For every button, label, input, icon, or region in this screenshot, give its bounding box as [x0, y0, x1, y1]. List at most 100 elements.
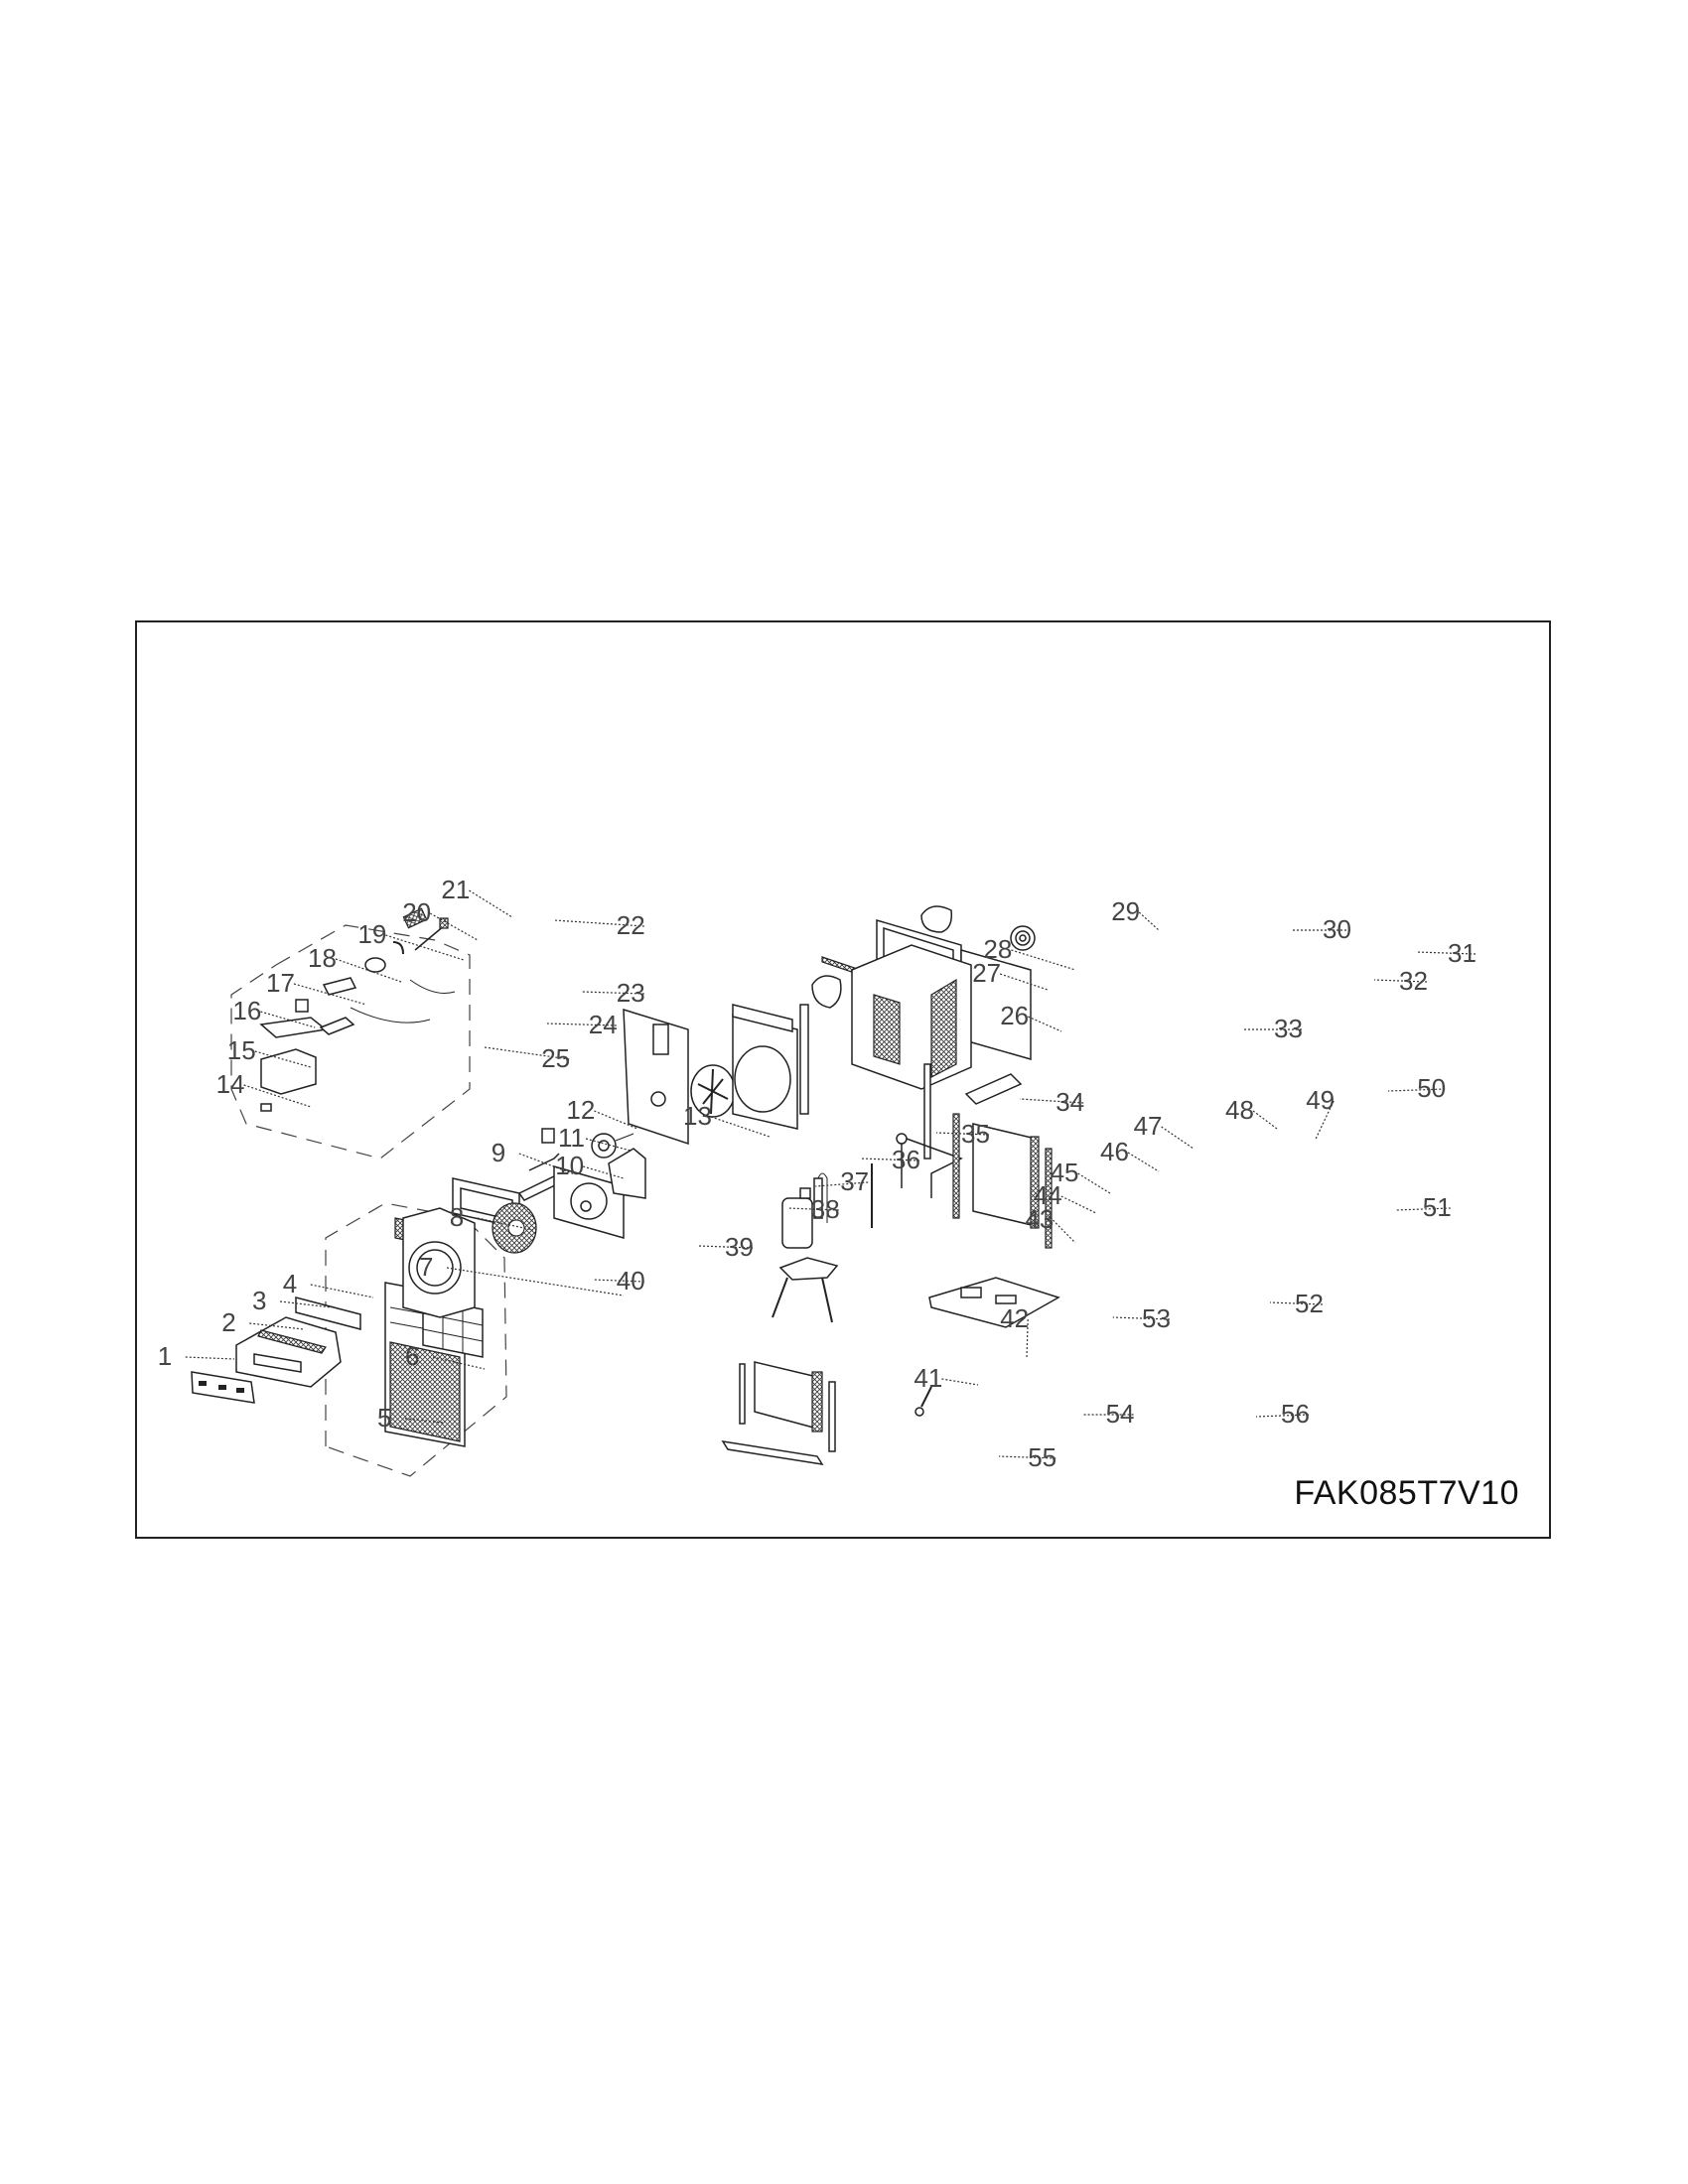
part-2-control-panel[interactable] [235, 1316, 342, 1388]
part-11-lever[interactable] [528, 1153, 560, 1171]
part-42-condenser[interactable] [754, 1361, 823, 1433]
part-number-label: 35 [961, 1119, 990, 1149]
part-45-accumulator[interactable] [813, 1172, 828, 1223]
leader-line [185, 1356, 235, 1360]
part-number-label: 12 [566, 1095, 595, 1125]
part-25-pcb[interactable] [319, 1017, 355, 1035]
part-number-label: 47 [1134, 1111, 1163, 1141]
part-number-label: 49 [1306, 1085, 1335, 1115]
leader-line [1269, 1301, 1324, 1305]
part-26-side-strip[interactable] [799, 1004, 809, 1115]
leader-line [787, 1207, 839, 1211]
part-23-wire[interactable] [409, 979, 456, 994]
part-24-wire[interactable] [350, 1007, 431, 1024]
leader-line [249, 1322, 305, 1330]
part-41-side-plate[interactable] [739, 1363, 746, 1425]
part-number-label: 15 [227, 1035, 256, 1065]
part-54-bracket[interactable] [828, 1381, 836, 1452]
part-27-screw-kit[interactable] [811, 975, 842, 1009]
part-number-label: 14 [216, 1069, 245, 1099]
leader-line [1394, 1207, 1451, 1211]
part-50-base-bracket[interactable] [964, 1073, 1023, 1105]
part-number-label: 42 [1000, 1303, 1029, 1333]
part-16-terminal-board[interactable] [259, 1017, 328, 1038]
part-39-blower-wheel[interactable] [492, 1202, 537, 1254]
part-19-capacitor[interactable] [364, 957, 386, 973]
part-52-base-pan[interactable] [928, 1277, 1060, 1328]
part-38-partition-plate[interactable] [553, 1165, 625, 1239]
part-18-mount-plate[interactable] [322, 977, 357, 996]
part-21-remote[interactable] [402, 907, 428, 929]
part-10-bracket[interactable] [517, 1175, 561, 1201]
part-number-label: 45 [1051, 1158, 1079, 1187]
part-33-cabinet[interactable] [851, 944, 972, 1160]
part-number-label: 18 [308, 943, 337, 973]
part-number-label: 2 [221, 1307, 235, 1337]
part-48-side-plate[interactable] [952, 1113, 960, 1219]
part-36-partition-panel[interactable] [623, 1008, 689, 1146]
part-number-label: 40 [617, 1266, 645, 1296]
part-53-compressor-mount[interactable] [772, 1257, 839, 1323]
part-number-label: 23 [617, 978, 645, 1008]
part-number-label: 24 [589, 1010, 618, 1039]
part-44-terminal-cover[interactable] [799, 1187, 811, 1199]
part-12-switch[interactable] [541, 1128, 555, 1144]
part-number-label: 46 [1100, 1137, 1129, 1166]
part-number-label: 27 [972, 958, 1001, 988]
part-number-label: 8 [450, 1202, 464, 1232]
part-number-label: 28 [983, 934, 1012, 964]
leader-line [1019, 1098, 1084, 1104]
part-number-label: 22 [617, 910, 645, 940]
leader-line [469, 889, 513, 918]
part-49-evaporator[interactable] [972, 1123, 1040, 1229]
part-30-screw-kit[interactable] [920, 905, 953, 933]
part-56-sensor[interactable] [914, 1386, 932, 1417]
part-1-display-board[interactable] [191, 1371, 255, 1404]
part-15-electrical-box[interactable] [260, 1048, 317, 1095]
part-55-drain-pan[interactable] [721, 1440, 824, 1465]
part-number-label: 43 [1025, 1204, 1054, 1234]
part-number-label: 20 [402, 897, 431, 927]
part-37-motor-bracket[interactable] [608, 1148, 646, 1199]
part-43-compressor[interactable] [781, 1197, 813, 1249]
leader-line [1387, 1088, 1446, 1092]
part-17-relay[interactable] [295, 999, 309, 1013]
part-number-label: 10 [555, 1151, 584, 1180]
leader-line [310, 1284, 374, 1298]
leader-line [998, 1455, 1056, 1459]
part-number-label: 52 [1295, 1289, 1324, 1318]
part-13-fan-motor[interactable] [591, 1133, 634, 1159]
part-number-label: 41 [914, 1363, 942, 1393]
leader-line [1315, 1100, 1335, 1140]
leader-line [429, 912, 479, 941]
leader-line [698, 1245, 754, 1249]
leader-line [1000, 973, 1049, 991]
part-number-label: 9 [492, 1138, 505, 1167]
part-number-label: 7 [419, 1252, 433, 1282]
part-31-coil[interactable] [1010, 925, 1036, 951]
part-34-fan-shroud[interactable] [732, 1004, 798, 1130]
leader-line [593, 1279, 644, 1283]
part-number-label: 17 [266, 968, 295, 998]
part-number-label: 4 [283, 1269, 297, 1298]
part-40-scroll-housing[interactable] [402, 1207, 476, 1318]
part-14-clip[interactable] [260, 1103, 272, 1112]
leader-line [1127, 1152, 1160, 1172]
exploded-parts-diagram: 1234567891011121314151617181920212223242… [158, 875, 1477, 1477]
part-number-label: 16 [232, 996, 261, 1025]
part-number-label: 19 [357, 919, 386, 949]
leader-line [260, 1011, 316, 1028]
control-box-group-outline [230, 924, 471, 1160]
leader-line [254, 1050, 312, 1068]
part-47-tube-assembly[interactable] [896, 1133, 963, 1198]
part-51-side-plate[interactable] [1045, 1148, 1053, 1249]
front-panel-group-outline [325, 1202, 507, 1477]
part-20-clamp[interactable] [392, 941, 404, 955]
part-number-label: 32 [1399, 966, 1428, 996]
leader-line [1373, 979, 1428, 983]
part-number-label: 54 [1106, 1399, 1135, 1429]
part-number-label: 55 [1028, 1442, 1056, 1472]
part-number-label: 38 [811, 1194, 840, 1224]
part-3-button-strip[interactable] [257, 1329, 327, 1354]
leader-line [815, 1181, 869, 1187]
